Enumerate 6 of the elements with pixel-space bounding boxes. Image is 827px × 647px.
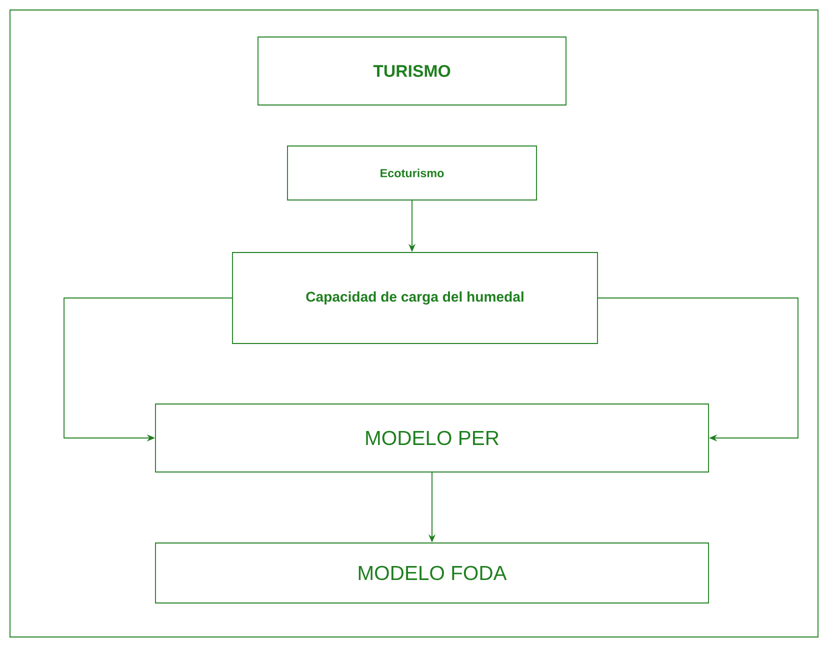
box: Capacidad de carga del humedal	[232, 252, 598, 344]
box: MODELO FODA	[155, 542, 709, 604]
arrow	[598, 298, 798, 442]
box: Ecoturismo	[287, 146, 537, 200]
box: MODELO PER	[155, 404, 709, 472]
box: TURISMO	[258, 36, 566, 106]
